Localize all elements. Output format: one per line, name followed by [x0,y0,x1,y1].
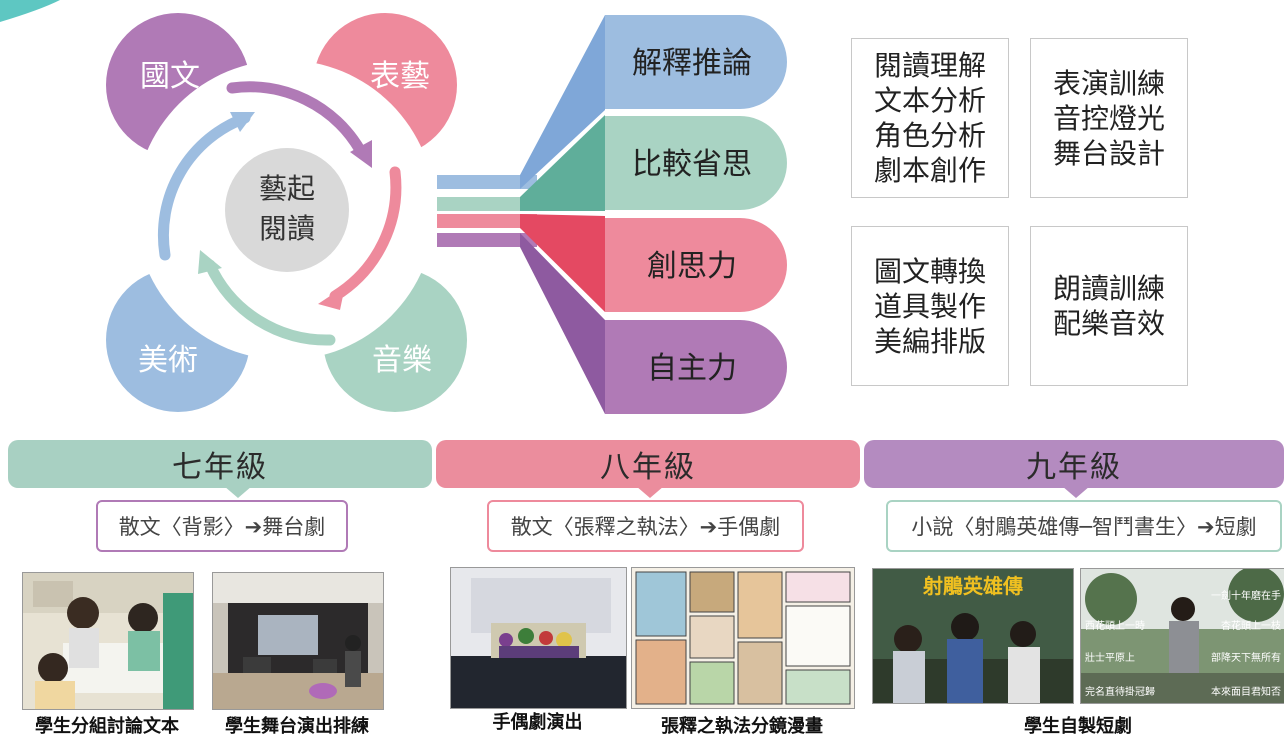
stripe-green [437,197,537,211]
ability-pill-4 [605,320,787,414]
skill-item: 道具製作 [873,289,986,323]
arrow-head-green [198,250,222,274]
skill-item: 閱讀理解 [873,49,986,82]
fan-wedge-green [520,115,605,211]
grade-8-label: 八年級 [600,450,696,485]
center-line-2: 閱讀 [259,212,315,245]
arrow-head-pink [318,286,345,310]
caption-storyboard-comic: 張釋之執法分鏡漫畫 [661,716,823,737]
stripe-blue [437,175,537,189]
subtitle-right-2: 杏花頭上一枝 [1221,619,1281,632]
stripe-purple [437,233,537,247]
caption-stage-rehearsal: 學生舞台演出排練 [225,716,369,737]
skill-box-performance: 表演訓練 音控燈光 舞台設計 [1030,38,1188,198]
ability-label-1: 解釋推論 [632,46,752,81]
skill-item: 劇本創作 [873,154,986,187]
center-line-1: 藝起 [259,172,315,205]
fan-wedge-purple [520,233,605,414]
ability-pill-2 [605,116,787,210]
skill-item: 舞台設計 [1052,136,1165,170]
skill-item: 音控燈光 [1052,101,1165,135]
skill-item: 圖文轉換 [873,254,986,288]
skill-item: 表演訓練 [1052,66,1165,100]
subtitle-left-2: 壯士平原上 [1085,651,1135,664]
photo-group-discussion-art [23,573,193,709]
skill-box-reading: 閱讀理解 文本分析 角色分析 劇本創作 [851,38,1009,198]
skill-box-audio: 朗讀訓練 配樂音效 [1030,226,1188,386]
fan-wedge-pink [520,214,605,312]
arrow-purple [226,81,366,156]
grade-7-pointer [224,486,252,498]
photo-puppet-show-art [451,568,626,708]
grade-8-topic: 散文〈張釋之執法〉➔手偶劇 [487,500,804,552]
photo-short-film-2-art: 西花頭上一時 壯士平原上 完名直待掛冠歸 一劍十年磨在手 杏花頭上一枝 部降天下… [1081,569,1284,703]
petal-label-fine-arts: 美術 [138,343,198,378]
photo-stage-rehearsal-art [213,573,383,709]
grade-8-pointer [636,486,664,498]
grade-9-pointer [1062,486,1090,498]
skill-item: 美編排版 [873,324,986,358]
photo-storyboard-comic [631,567,855,709]
caption-puppet-show: 手偶劇演出 [492,712,583,733]
photo-short-film-2: 西花頭上一時 壯士平原上 完名直待掛冠歸 一劍十年磨在手 杏花頭上一枝 部降天下… [1080,568,1284,704]
petal-label-music: 音樂 [372,343,432,378]
skill-box-visual: 圖文轉換 道具製作 美編排版 [851,226,1009,386]
skill-item: 角色分析 [873,119,986,152]
ability-label-2: 比較省思 [632,147,752,182]
subtitle-left-1: 西花頭上一時 [1085,619,1145,632]
arrow-pink [329,166,402,302]
photo-short-film-1-art: 射鵰英雄傳 [873,569,1073,703]
grade-8-bar: 八年級 [436,440,860,488]
petal-label-performing-arts: 表藝 [370,59,430,94]
grade-7-label: 七年級 [172,450,268,485]
subtitle-right-4: 本來面目君知否 [1211,685,1281,698]
ability-pill-3 [605,218,787,312]
caption-short-film: 學生自製短劇 [1024,716,1132,737]
photo-puppet-show [450,567,627,709]
arrow-head-purple [350,140,372,168]
reading-cycle-diagram: 藝起 閱讀 國文 表藝 美術 音樂 解釋推論 比較省思 創思力 自主力 [0,0,787,414]
photo-storyboard-comic-art [632,568,854,708]
skill-item: 文本分析 [873,84,986,117]
grade-9-bar: 九年級 [864,440,1284,488]
photo-stage-rehearsal [212,572,384,710]
stripe-pink [437,214,537,228]
petal-label-chinese: 國文 [140,59,200,94]
grade-9-topic: 小說〈射鵰英雄傳─智鬥書生〉➔短劇 [886,500,1282,552]
corner-decoration [0,0,60,22]
grade-9-label: 九年級 [1026,450,1122,485]
arrow-green [204,259,336,346]
fan-wedge-blue [520,15,605,189]
skill-item: 朗讀訓練 [1052,272,1165,305]
photo-group-discussion [22,572,194,710]
ability-label-3: 創思力 [647,249,737,284]
subtitle-right-3: 部降天下無所有 [1211,651,1281,664]
arrow-blue [157,112,251,261]
grade-7-topic: 散文〈背影〉➔舞台劇 [96,500,348,552]
video-title-text: 射鵰英雄傳 [922,574,1023,598]
photo-short-film-1: 射鵰英雄傳 [872,568,1074,704]
grade-7-bar: 七年級 [8,440,432,488]
arrow-head-blue [230,112,255,132]
subtitle-left-3: 完名直待掛冠歸 [1085,685,1155,698]
ability-label-4: 自主力 [647,351,737,386]
cycle-center [225,148,349,272]
skill-item: 配樂音效 [1052,307,1165,340]
caption-group-discussion: 學生分組討論文本 [35,716,179,737]
subtitle-right-1: 一劍十年磨在手 [1211,589,1281,602]
ability-pill-1 [605,15,787,109]
